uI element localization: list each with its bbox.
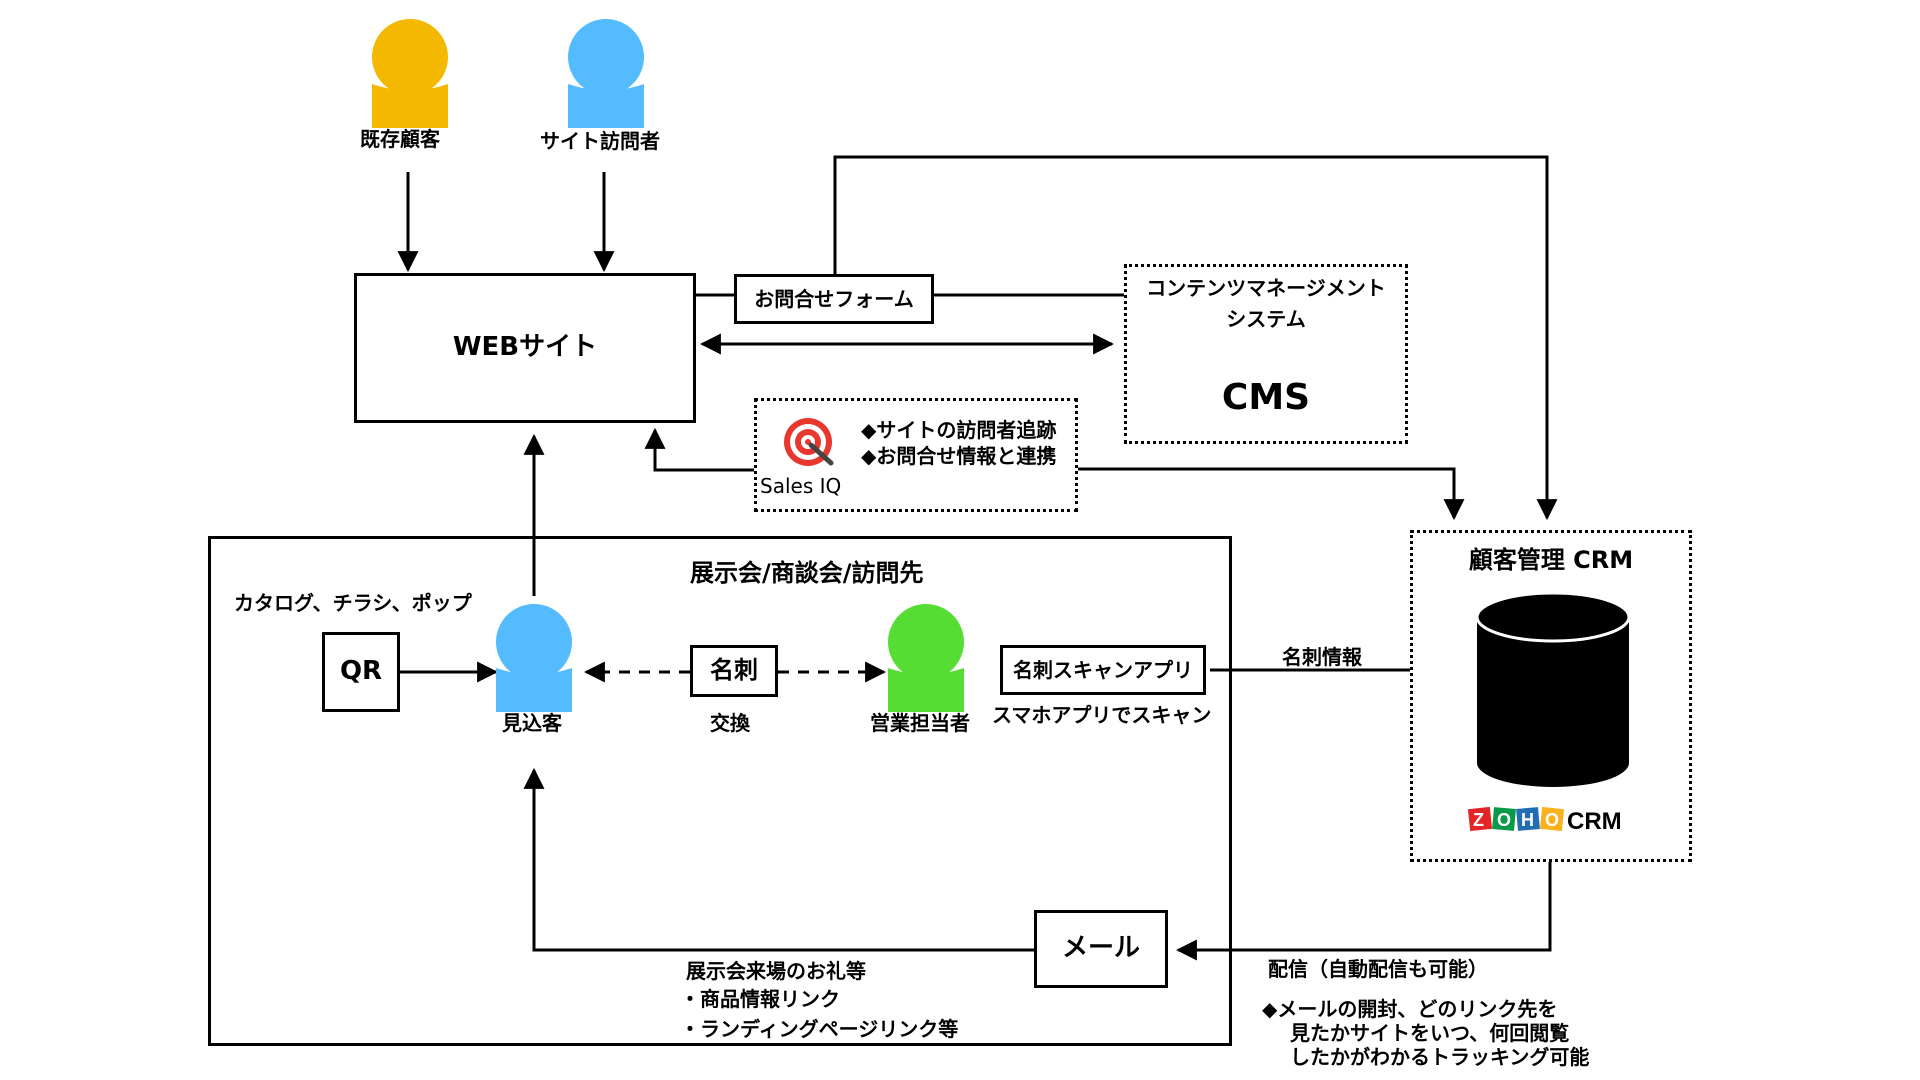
prospect-person-icon	[496, 604, 572, 712]
card-info-label: 名刺情報	[1282, 645, 1362, 669]
business-card-label: 名刺	[710, 656, 758, 685]
mail-box[interactable]: メール	[1034, 910, 1168, 988]
salesiq-target-icon	[784, 418, 834, 466]
event-title: 展示会/商談会/訪問先	[690, 559, 924, 587]
zoho-crm-text: CRM	[1567, 808, 1622, 835]
crm-database-icon	[1475, 591, 1631, 787]
salesiq-label: Sales IQ	[760, 474, 842, 498]
cms-line1: コンテンツマネージメント	[1146, 276, 1386, 300]
crm-title: 顧客管理 CRM	[1468, 546, 1634, 574]
materials-label: カタログ、チラシ、ポップ	[234, 591, 472, 615]
tracking-line3: したかがわかるトラッキング可能	[1290, 1045, 1590, 1069]
tracking-line1: ◆メールの開封、どのリンク先を	[1262, 997, 1558, 1021]
zoho-letter-h: H	[1521, 810, 1534, 830]
website-label: WEBサイト	[452, 332, 598, 363]
crm-box[interactable]: 顧客管理 CRM Z O H O CRM	[1410, 530, 1692, 862]
business-card-box[interactable]: 名刺	[690, 645, 778, 697]
event-frame	[208, 536, 1232, 1046]
zoho-letter-z: Z	[1473, 810, 1484, 830]
mail-note2: ・商品情報リンク	[680, 987, 840, 1011]
salesiq-feature1: ◆サイトの訪問者追跡	[861, 418, 1057, 442]
arrow-salesiq-to-crm	[1076, 467, 1465, 521]
tracking-line2: 見たかサイトをいつ、何回閲覧	[1290, 1021, 1570, 1045]
sales-rep-label: 営業担当者	[870, 711, 970, 735]
cms-label: CMS	[1221, 377, 1311, 418]
arrow-crm-to-mail	[1175, 838, 1552, 961]
site-visitor-person-icon	[568, 19, 644, 128]
scan-app-box[interactable]: 名刺スキャンアプリ	[1000, 645, 1206, 695]
mail-note1: 展示会来場のお礼等	[686, 959, 866, 983]
zoho-letter-o1: O	[1497, 810, 1511, 830]
salesiq-box[interactable]: ◆サイトの訪問者追跡 ◆お問合せ情報と連携 Sales IQ	[754, 398, 1078, 512]
cms-line2: システム	[1226, 307, 1306, 331]
scan-caption: スマホアプリでスキャン	[992, 703, 1212, 727]
site-visitor-label: サイト訪問者	[540, 129, 660, 153]
arrow-salesiq-to-web	[644, 427, 754, 472]
zoho-crm-logo: Z O H O CRM	[1467, 806, 1622, 835]
sales-rep-person-icon	[888, 604, 964, 712]
arrow-form-to-crm	[833, 155, 1558, 521]
cms-box[interactable]: コンテンツマネージメント システム CMS	[1124, 264, 1408, 444]
exchange-label: 交換	[710, 711, 750, 735]
inquiry-form-box[interactable]: お問合せフォーム	[734, 274, 934, 324]
existing-customer-label: 既存顧客	[360, 127, 440, 151]
delivery-label: 配信（自動配信も可能）	[1268, 957, 1488, 981]
prospect-label: 見込客	[502, 711, 562, 735]
mail-label: メール	[1061, 933, 1140, 964]
qr-label: QR	[339, 656, 383, 687]
qr-box[interactable]: QR	[322, 632, 400, 712]
mail-note3: ・ランディングページリンク等	[680, 1017, 959, 1041]
salesiq-feature2: ◆お問合せ情報と連携	[861, 444, 1057, 468]
scan-app-label: 名刺スキャンアプリ	[1013, 657, 1193, 682]
arrow-mail-to-prospect	[523, 767, 1034, 952]
existing-customer-person-icon	[372, 19, 448, 128]
website-box[interactable]: WEBサイト	[354, 273, 696, 423]
inquiry-form-label: お問合せフォーム	[754, 286, 914, 311]
zoho-letter-o2: O	[1545, 810, 1559, 830]
